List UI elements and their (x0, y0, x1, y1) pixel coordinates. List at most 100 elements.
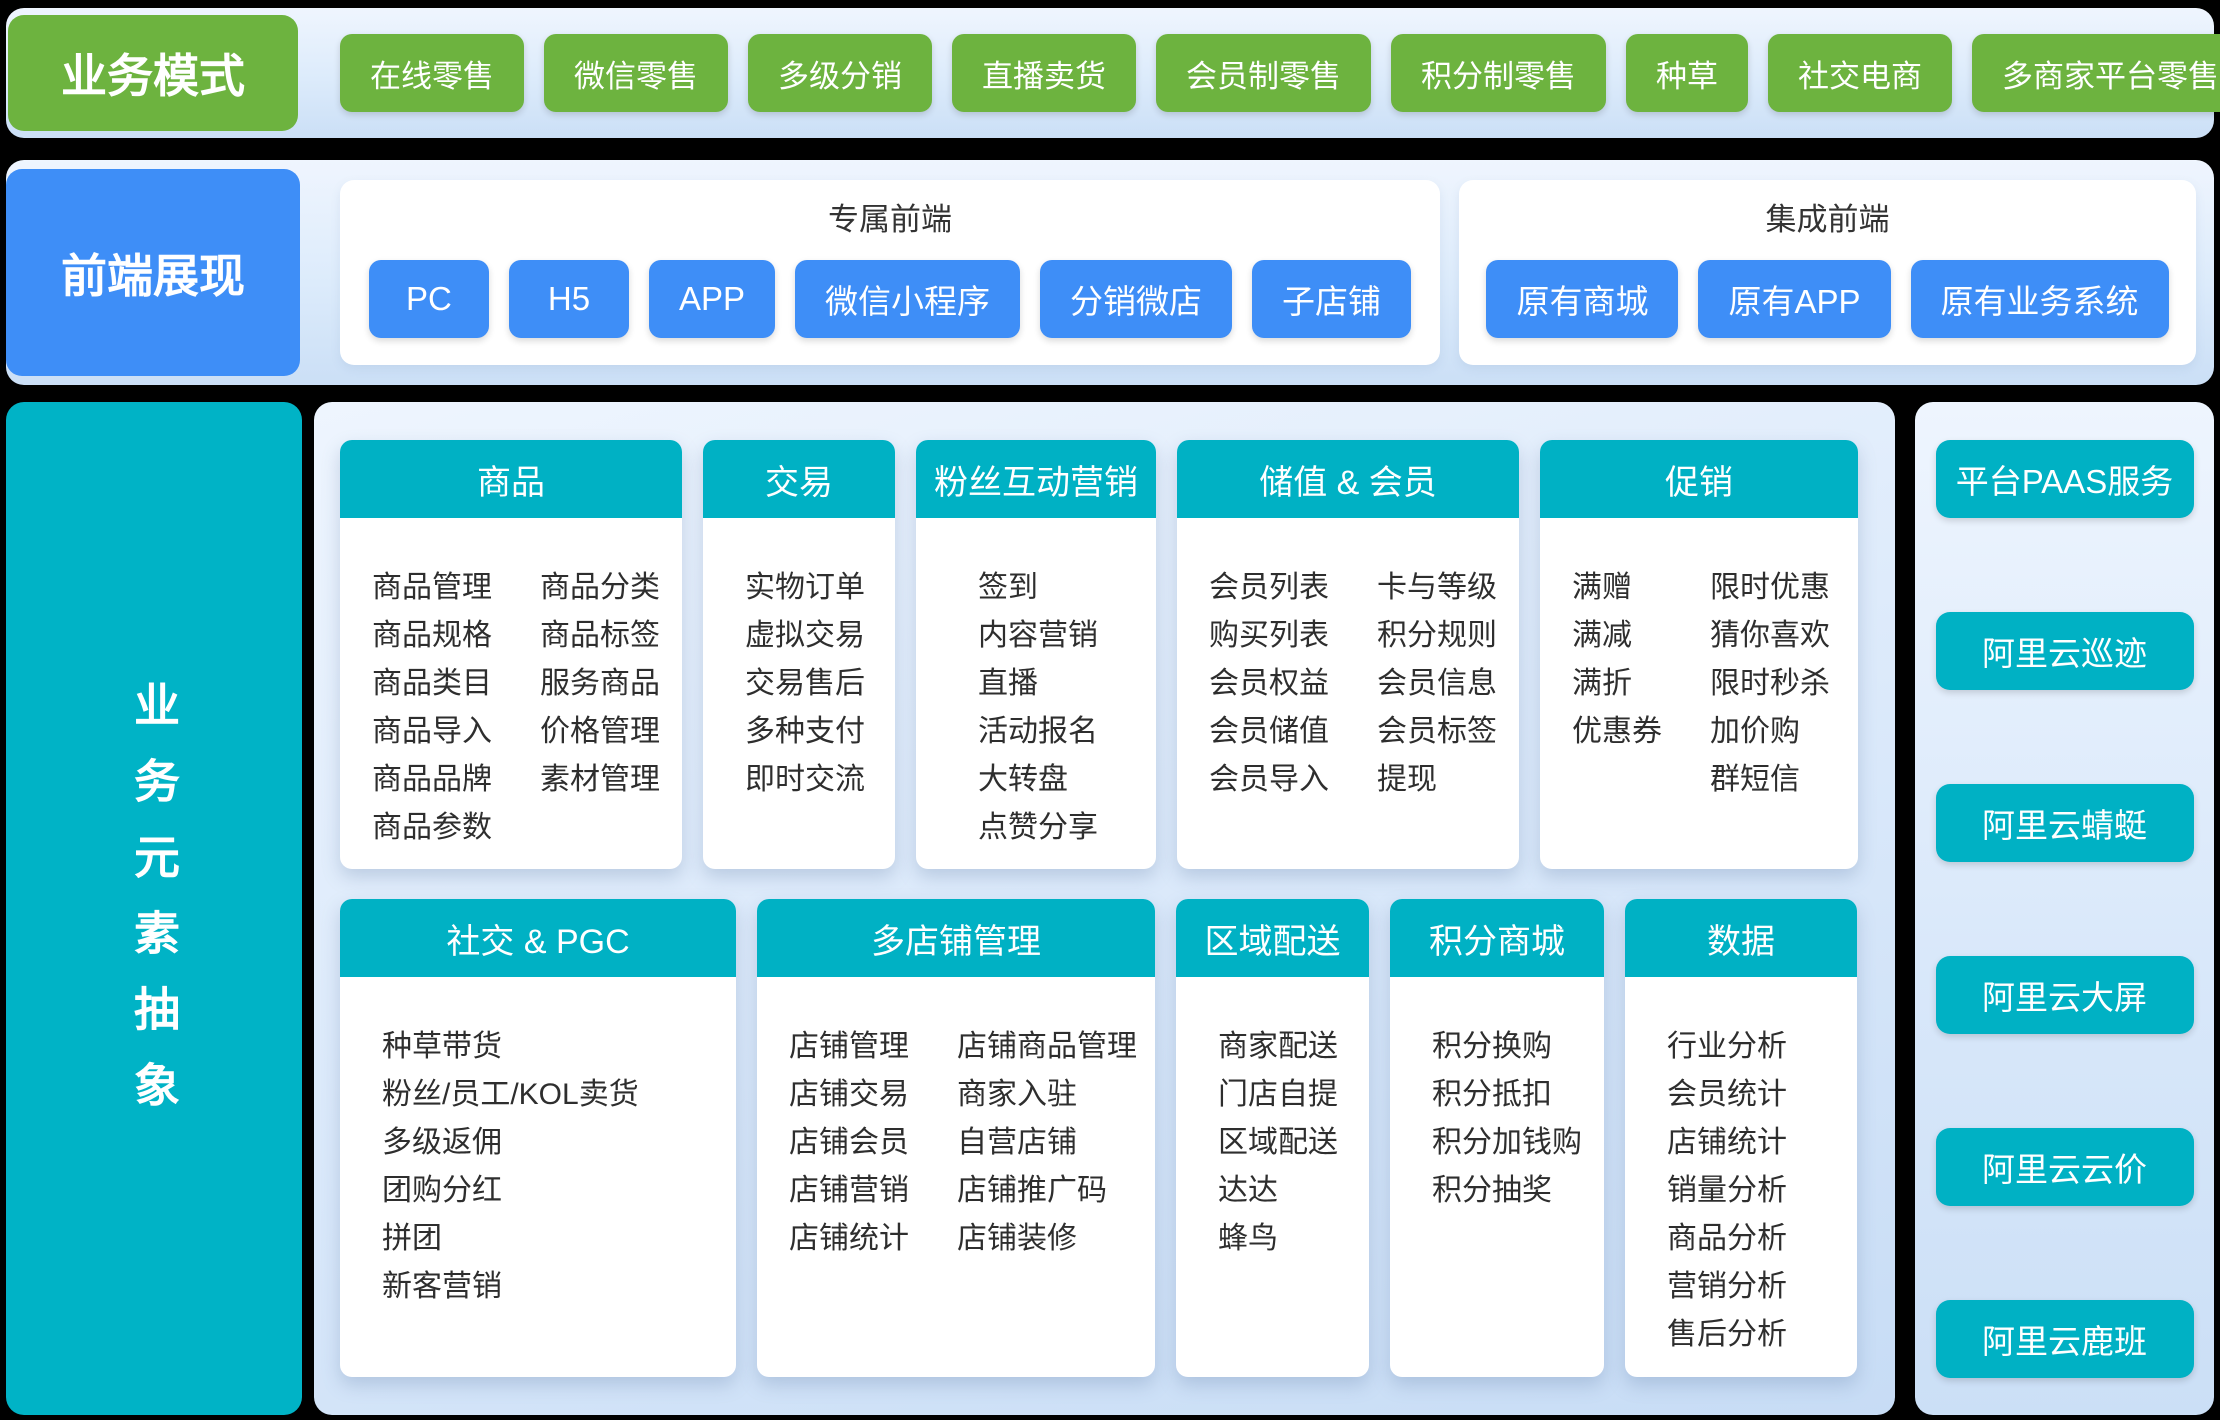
feature-item: 满折 (1572, 667, 1632, 700)
feature-item: 多种支付 (745, 715, 865, 748)
feature-item: 积分抵扣 (1432, 1078, 1552, 1111)
feature-item: 粉丝/员工/KOL卖货 (382, 1078, 639, 1111)
card-goods-body: 商品管理商品规格商品类目商品导入商品品牌商品参数 商品分类商品标签服务商品价格管… (340, 518, 682, 852)
card-promotion: 促销 满赠满减满折优惠券 限时优惠猜你喜欢限时秒杀加价购群短信 (1540, 440, 1858, 869)
feature-item: 积分加钱购 (1432, 1126, 1582, 1159)
card-points-mall-title: 积分商城 (1390, 899, 1604, 977)
card-fan-marketing: 粉丝互动营销 签到内容营销直播活动报名大转盘点赞分享 (916, 440, 1156, 869)
card-column: 店铺管理店铺交易店铺会员店铺营销店铺统计 (789, 1023, 909, 1263)
feature-item: 满减 (1572, 619, 1632, 652)
feature-item: 限时优惠 (1710, 571, 1830, 604)
card-column: 实物订单虚拟交易交易售后多种支付即时交流 (745, 564, 865, 804)
feature-item: 店铺交易 (789, 1078, 909, 1111)
feature-item: 内容营销 (978, 619, 1098, 652)
feature-item: 商品参数 (372, 811, 492, 844)
feature-item: 素材管理 (540, 763, 660, 796)
business-model-chips: 在线零售微信零售多级分销直播卖货会员制零售积分制零售种草社交电商多商家平台零售 (340, 34, 2220, 112)
feature-item: 商品规格 (372, 619, 492, 652)
card-regional-delivery-title: 区域配送 (1176, 899, 1369, 977)
abstraction-main-panel: 商品 商品管理商品规格商品类目商品导入商品品牌商品参数 商品分类商品标签服务商品… (314, 402, 1895, 1415)
feature-item: 点赞分享 (978, 811, 1098, 844)
feature-item: 大转盘 (978, 763, 1068, 796)
feature-item: 商品标签 (540, 619, 660, 652)
card-social-pgc-title: 社交 & PGC (340, 899, 736, 977)
feature-item: 积分规则 (1377, 619, 1497, 652)
card-multi-store: 多店铺管理 店铺管理店铺交易店铺会员店铺营销店铺统计 店铺商品管理商家入驻自营店… (757, 899, 1155, 1377)
card-column: 商家配送门店自提区域配送达达蜂鸟 (1218, 1023, 1338, 1263)
business-model-chip: 种草 (1626, 34, 1748, 112)
business-model-chip: 在线零售 (340, 34, 524, 112)
feature-item: 即时交流 (745, 763, 865, 796)
feature-item: 店铺统计 (789, 1222, 909, 1255)
feature-item: 团购分红 (382, 1174, 502, 1207)
feature-item: 优惠券 (1572, 715, 1662, 748)
integrated-frontend-title: 集成前端 (1765, 202, 1890, 237)
paas-chip: 阿里云云价 (1935, 1128, 2194, 1206)
frontend-label: 前端展现 (6, 169, 300, 376)
feature-item: 限时秒杀 (1710, 667, 1830, 700)
frontend-chip: 原有APP (1698, 260, 1891, 338)
card-promotion-body: 满赠满减满折优惠券 限时优惠猜你喜欢限时秒杀加价购群短信 (1540, 518, 1858, 804)
feature-item: 多级返佣 (382, 1126, 502, 1159)
feature-item: 卡与等级 (1377, 571, 1497, 604)
feature-item: 签到 (978, 571, 1038, 604)
card-data-body: 行业分析会员统计店铺统计销量分析商品分析营销分析售后分析 (1625, 977, 1857, 1359)
frontend-chip: 原有商城 (1486, 260, 1679, 338)
card-stored-value-member: 储值 & 会员 会员列表购买列表会员权益会员储值会员导入 卡与等级积分规则会员信… (1177, 440, 1519, 869)
feature-item: 商家入驻 (957, 1078, 1077, 1111)
card-regional-delivery-body: 商家配送门店自提区域配送达达蜂鸟 (1176, 977, 1369, 1263)
feature-item: 会员导入 (1209, 763, 1329, 796)
business-model-label: 业务模式 (8, 15, 298, 131)
business-model-chip: 多商家平台零售 (1972, 34, 2220, 112)
feature-item: 行业分析 (1667, 1030, 1787, 1063)
business-model-chip: 直播卖货 (952, 34, 1136, 112)
feature-item: 店铺商品管理 (957, 1030, 1137, 1063)
business-model-chip: 微信零售 (544, 34, 728, 112)
card-social-pgc: 社交 & PGC 种草带货粉丝/员工/KOL卖货多级返佣团购分红拼团新客营销 (340, 899, 736, 1377)
feature-item: 新客营销 (382, 1270, 502, 1303)
feature-item: 自营店铺 (957, 1126, 1077, 1159)
card-goods-title: 商品 (340, 440, 682, 518)
feature-item: 店铺管理 (789, 1030, 909, 1063)
frontend-chip: 原有业务系统 (1910, 260, 2169, 338)
feature-item: 交易售后 (745, 667, 865, 700)
card-data-title: 数据 (1625, 899, 1857, 977)
card-regional-delivery: 区域配送 商家配送门店自提区域配送达达蜂鸟 (1176, 899, 1369, 1377)
card-points-mall: 积分商城 积分换购积分抵扣积分加钱购积分抽奖 (1390, 899, 1604, 1377)
card-trade-title: 交易 (703, 440, 895, 518)
feature-item: 服务商品 (540, 667, 660, 700)
feature-item: 商品分析 (1667, 1222, 1787, 1255)
feature-item: 满赠 (1572, 571, 1632, 604)
feature-item: 店铺装修 (957, 1222, 1077, 1255)
feature-item: 会员统计 (1667, 1078, 1787, 1111)
card-column: 限时优惠猜你喜欢限时秒杀加价购群短信 (1710, 564, 1830, 804)
card-promotion-title: 促销 (1540, 440, 1858, 518)
paas-chip: 阿里云鹿班 (1935, 1300, 2194, 1378)
feature-item: 商品品牌 (372, 763, 492, 796)
feature-item: 直播 (978, 667, 1038, 700)
feature-item: 活动报名 (978, 715, 1098, 748)
paas-panel: 平台PAAS服务阿里云巡迹阿里云蜻蜓阿里云大屏阿里云云价阿里云鹿班 (1915, 402, 2214, 1415)
feature-item: 购买列表 (1209, 619, 1329, 652)
feature-item: 猜你喜欢 (1710, 619, 1830, 652)
card-column: 卡与等级积分规则会员信息会员标签提现 (1377, 564, 1497, 804)
card-column: 签到内容营销直播活动报名大转盘点赞分享 (978, 564, 1098, 852)
paas-chip: 平台PAAS服务 (1935, 440, 2194, 518)
feature-item: 营销分析 (1667, 1270, 1787, 1303)
card-column: 满赠满减满折优惠券 (1572, 564, 1662, 804)
feature-item: 积分换购 (1432, 1030, 1552, 1063)
feature-item: 店铺统计 (1667, 1126, 1787, 1159)
feature-item: 积分抽奖 (1432, 1174, 1552, 1207)
feature-item: 拼团 (382, 1222, 442, 1255)
card-column: 商品分类商品标签服务商品价格管理素材管理 (540, 564, 660, 852)
feature-item: 虚拟交易 (745, 619, 865, 652)
business-model-chip: 社交电商 (1768, 34, 1952, 112)
feature-item: 销量分析 (1667, 1174, 1787, 1207)
paas-chip: 阿里云大屏 (1935, 956, 2194, 1034)
business-model-chip: 多级分销 (748, 34, 932, 112)
card-stored-value-member-title: 储值 & 会员 (1177, 440, 1519, 518)
